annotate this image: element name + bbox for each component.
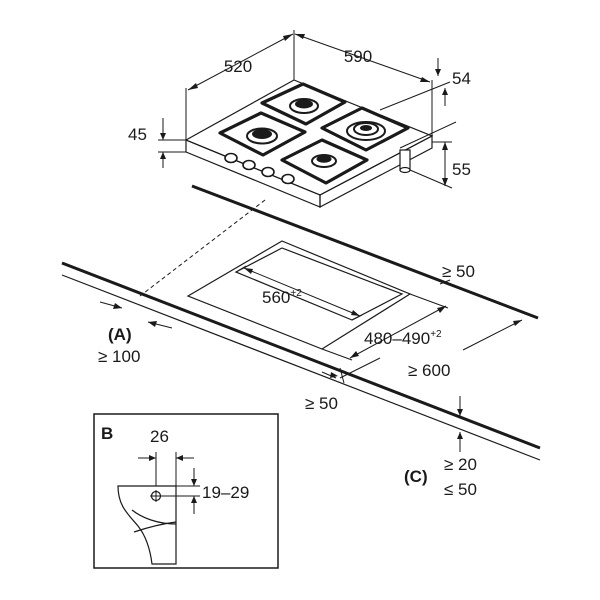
detail-b-box (93, 413, 279, 569)
burner-front-right (311, 154, 337, 168)
marker-c: (C) (404, 467, 428, 486)
grate-back-left (260, 82, 347, 126)
detail-b-width-label: 26 (150, 427, 169, 446)
front-clearance-label: ≥ 100 (98, 347, 140, 366)
burner-back-left (289, 98, 319, 114)
cutout-dimensions (99, 265, 523, 452)
grate-front-right (280, 138, 369, 185)
hob-width-label: 590 (344, 47, 372, 66)
cutout-depth-label: 480–490+2 (364, 329, 442, 348)
grate-back-right (320, 106, 410, 152)
connection-height-label: 55 (452, 160, 471, 179)
burner-wok (346, 121, 386, 141)
grate-front-left (218, 111, 307, 157)
burner-front-left (246, 127, 278, 145)
cutout-width-label: 560+2 (262, 288, 302, 307)
worktop-max-label: ≤ 50 (444, 480, 477, 499)
detail-b-marker: B (101, 424, 113, 443)
hob-height-label: 45 (128, 125, 147, 144)
rear-clearance-label: ≥ 50 (442, 262, 475, 281)
control-knobs (224, 152, 295, 185)
hob-drawing (184, 79, 434, 208)
hob-side-edge (319, 135, 433, 208)
gas-connection-pipe (399, 149, 411, 174)
hob-top-plate (184, 79, 434, 196)
worktop-drawing (61, 184, 541, 461)
detail-b-height-label: 19–29 (202, 483, 249, 502)
gas-offset-label: 54 (452, 69, 471, 88)
worktop-min-label: ≥ 20 (444, 455, 477, 474)
hob-depth-label: 520 (224, 57, 252, 76)
side-clearance-label: ≥ 50 (305, 394, 338, 413)
marker-a: (A) (108, 325, 132, 344)
hob-dimensions (158, 30, 457, 189)
min-length-label: ≥ 600 (408, 361, 450, 380)
